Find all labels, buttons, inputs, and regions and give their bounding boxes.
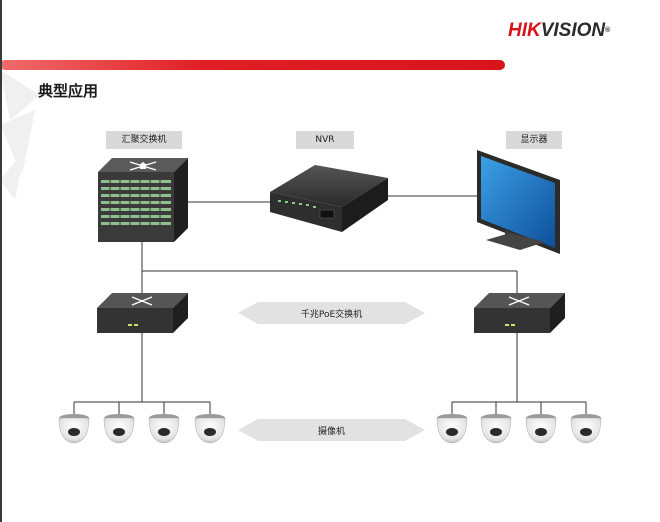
poe-switch-icon <box>474 293 565 333</box>
connection-lines <box>73 195 587 414</box>
brand-name-dark: VISION <box>540 20 606 41</box>
registered-mark: ® <box>605 27 611 34</box>
brand-name-red: HIK <box>508 20 541 41</box>
dome-camera-icon <box>148 414 180 444</box>
camera-double-arrow <box>238 419 425 441</box>
nvr-icon <box>270 165 388 232</box>
poe-double-arrow <box>238 302 425 324</box>
decorative-shards <box>0 70 40 200</box>
page-title: 典型应用 <box>38 82 99 100</box>
label-camera: 摄像机 <box>317 427 345 437</box>
dome-camera-icon <box>480 414 512 444</box>
left-border <box>0 0 2 522</box>
dome-camera-icon <box>436 414 468 444</box>
dome-camera-icon <box>194 414 226 444</box>
label-nvr: NVR <box>296 131 354 149</box>
header-bar <box>0 60 505 70</box>
dome-camera-icon <box>570 414 602 444</box>
dome-camera-icon <box>525 414 557 444</box>
core-switch-icon <box>98 158 188 242</box>
dome-camera-icon <box>58 414 90 444</box>
poe-switch-icon <box>97 293 188 333</box>
brand-logo: HIKVISION® <box>508 20 610 42</box>
label-poe-switch: 千兆PoE交换机 <box>300 310 363 320</box>
label-display: 显示器 <box>506 131 562 149</box>
dome-camera-icon <box>103 414 135 444</box>
label-core-switch: 汇聚交换机 <box>106 131 182 149</box>
monitor-icon <box>477 150 560 254</box>
